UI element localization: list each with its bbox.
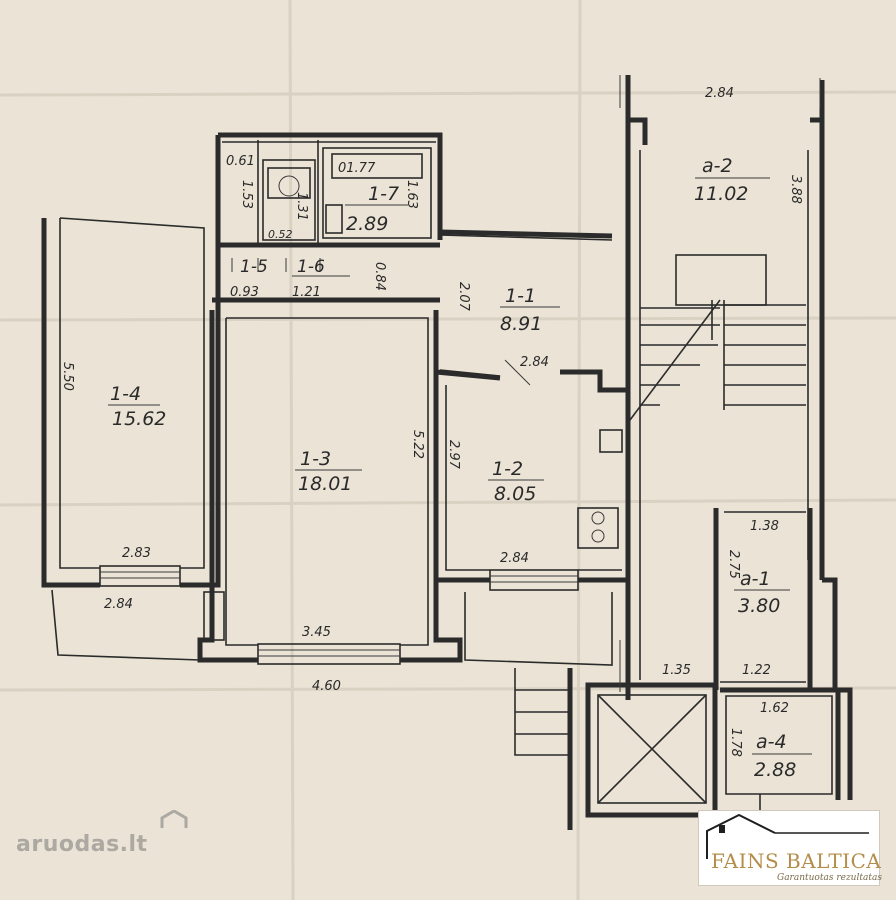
- svg-text:2.97: 2.97: [446, 440, 461, 470]
- svg-text:1-7: 1-7: [368, 183, 399, 205]
- bathroom-block-walls: [215, 132, 443, 248]
- exterior-wall-right: [822, 577, 853, 800]
- svg-text:1-5: 1-5: [240, 257, 268, 277]
- elevator-shaft: [514, 668, 718, 830]
- svg-text:1.38: 1.38: [750, 519, 779, 534]
- svg-text:1-2: 1-2: [492, 458, 523, 480]
- svg-text:0.84: 0.84: [372, 262, 387, 291]
- room-label-a-2: a-2 11.02: [694, 155, 770, 205]
- balcony-outline: [51, 589, 201, 661]
- room-1-4-walls: [41, 217, 221, 588]
- loggia-outline: [464, 592, 613, 666]
- dimension-labels: 2.84 3.88 0.61 1.53 1.31 01.77 1.63 0.52…: [60, 86, 803, 757]
- svg-text:1-3: 1-3: [300, 448, 331, 470]
- svg-text:01.77: 01.77: [338, 161, 376, 176]
- svg-text:3.88: 3.88: [788, 175, 803, 204]
- svg-text:2.84: 2.84: [104, 597, 133, 612]
- house-icon: [160, 810, 188, 828]
- fold-line: [0, 316, 896, 322]
- room-label-1-2: 1-2 8.05: [488, 458, 544, 505]
- svg-text:1-1: 1-1: [505, 285, 536, 307]
- room-a-1-walls: [713, 508, 813, 690]
- room-label-a-4: a-4 2.88: [752, 731, 812, 781]
- dimension-lines: [231, 75, 821, 692]
- svg-text:5.22: 5.22: [410, 430, 425, 459]
- watermark-text: aruodas.lt: [16, 832, 148, 857]
- room-label-1-6: 1-6: [292, 257, 350, 277]
- svg-text:0.93: 0.93: [230, 285, 259, 300]
- svg-text:1.78: 1.78: [728, 728, 743, 757]
- svg-text:0.61: 0.61: [226, 154, 255, 169]
- room-label-1-4: 1-4 15.62: [108, 383, 166, 430]
- svg-text:18.01: 18.01: [298, 473, 352, 495]
- room-label-1-1: 1-1 8.91: [500, 285, 560, 335]
- svg-text:5.50: 5.50: [60, 362, 75, 391]
- svg-text:1.35: 1.35: [662, 663, 691, 678]
- svg-text:11.02: 11.02: [694, 183, 748, 205]
- room-label-1-7: 1-7 2.89: [345, 183, 408, 235]
- svg-text:a-1: a-1: [740, 568, 771, 590]
- room-label-a-1: a-1 3.80: [734, 568, 790, 617]
- svg-text:1.22: 1.22: [742, 663, 771, 678]
- room-label-1-5: 1-5: [240, 257, 268, 277]
- svg-text:4.60: 4.60: [312, 679, 341, 694]
- fold-line: [576, 0, 582, 900]
- logo-slogan: Garantuotas rezultatas: [777, 873, 882, 883]
- room-label-1-3: 1-3 18.01: [295, 448, 362, 495]
- fold-line: [0, 90, 896, 97]
- svg-text:2.84: 2.84: [500, 551, 529, 566]
- svg-text:a-4: a-4: [756, 731, 787, 753]
- svg-text:2.84: 2.84: [705, 86, 734, 101]
- svg-text:a-2: a-2: [702, 155, 733, 177]
- svg-text:8.05: 8.05: [494, 483, 536, 505]
- svg-text:3.45: 3.45: [302, 625, 331, 640]
- svg-text:15.62: 15.62: [112, 408, 166, 430]
- svg-text:2.84: 2.84: [520, 355, 549, 370]
- svg-text:3.80: 3.80: [738, 595, 780, 617]
- svg-text:1-4: 1-4: [110, 383, 141, 405]
- staircase: [629, 299, 806, 421]
- company-logo: FAINS BALTICA Garantuotas rezultatas: [698, 810, 882, 886]
- fold-line: [0, 498, 896, 507]
- svg-text:1-6: 1-6: [297, 257, 325, 277]
- room-1-1-walls: [212, 229, 628, 393]
- svg-text:2.07: 2.07: [456, 282, 471, 312]
- logo-name: FAINS BALTICA: [711, 849, 882, 873]
- svg-text:1.21: 1.21: [292, 285, 321, 300]
- svg-text:2.89: 2.89: [346, 213, 388, 235]
- stair-hall-walls: [625, 75, 825, 700]
- svg-text:1.31: 1.31: [294, 192, 309, 221]
- svg-text:0.52: 0.52: [268, 228, 293, 241]
- fold-line: [288, 0, 295, 900]
- logo-roof-icon: [706, 813, 869, 859]
- svg-text:1.62: 1.62: [760, 701, 789, 716]
- svg-text:1.63: 1.63: [404, 180, 419, 209]
- svg-text:8.91: 8.91: [500, 313, 542, 335]
- svg-text:2.83: 2.83: [122, 546, 151, 561]
- svg-text:1.53: 1.53: [239, 180, 254, 209]
- svg-text:2.75: 2.75: [726, 550, 741, 579]
- svg-text:2.88: 2.88: [754, 759, 796, 781]
